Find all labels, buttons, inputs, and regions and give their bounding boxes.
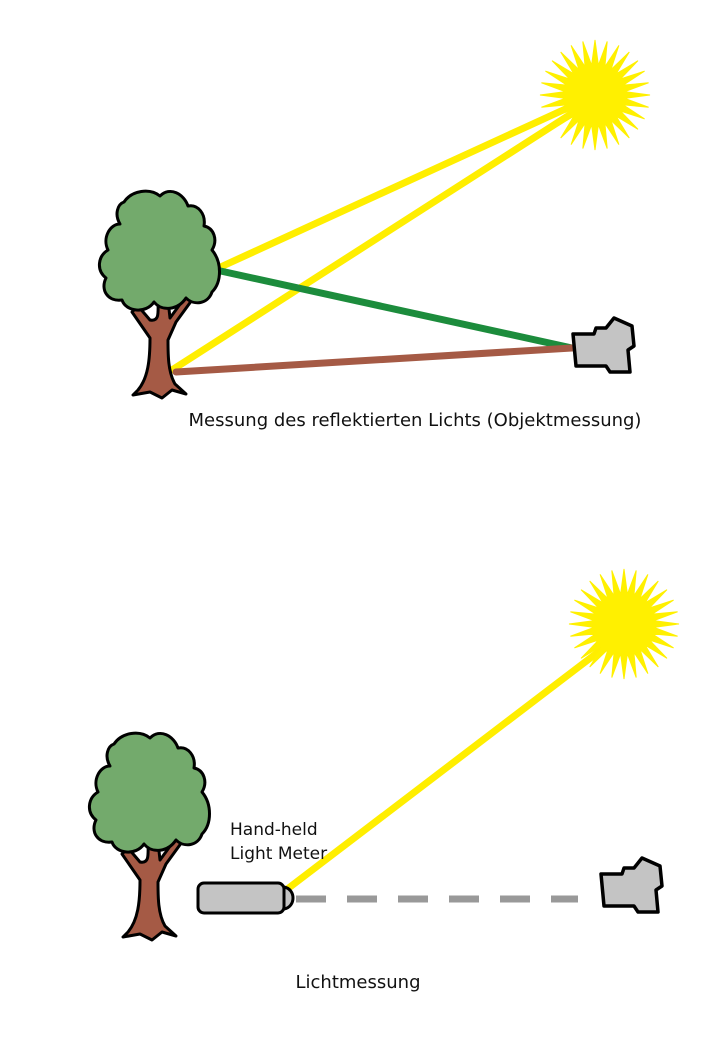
sun-ray-to-treetop (210, 96, 589, 274)
camera-icon (571, 316, 636, 374)
sun-icon (539, 39, 651, 151)
tree-trunk (120, 836, 184, 942)
reflected-ray-foliage (212, 266, 576, 352)
reflected-metering-caption: Messung des reflektierten Lichts (Objekt… (189, 410, 642, 431)
light-meter-icon (196, 881, 295, 915)
incident-metering-caption: Lichtmessung (296, 972, 421, 993)
light-meter-label-line2: Light Meter (230, 844, 327, 864)
reflected-ray-trunk (172, 344, 576, 376)
tree-icon (98, 189, 221, 400)
tree-foliage (98, 189, 221, 312)
sun-ray-to-meter (282, 636, 618, 894)
incident-metering-panel: Hand-held Light Meter Lichtmessung (88, 568, 680, 993)
sun-ray-to-trunk (168, 101, 589, 374)
tree-trunk (130, 294, 194, 400)
tree-foliage (88, 731, 211, 854)
sun-icon (568, 568, 680, 680)
light-meter-label-line1: Hand-held (230, 820, 318, 840)
camera-icon (599, 856, 664, 914)
tree-icon (88, 731, 211, 942)
reflected-metering-panel: Messung des reflektierten Lichts (Objekt… (98, 39, 651, 431)
